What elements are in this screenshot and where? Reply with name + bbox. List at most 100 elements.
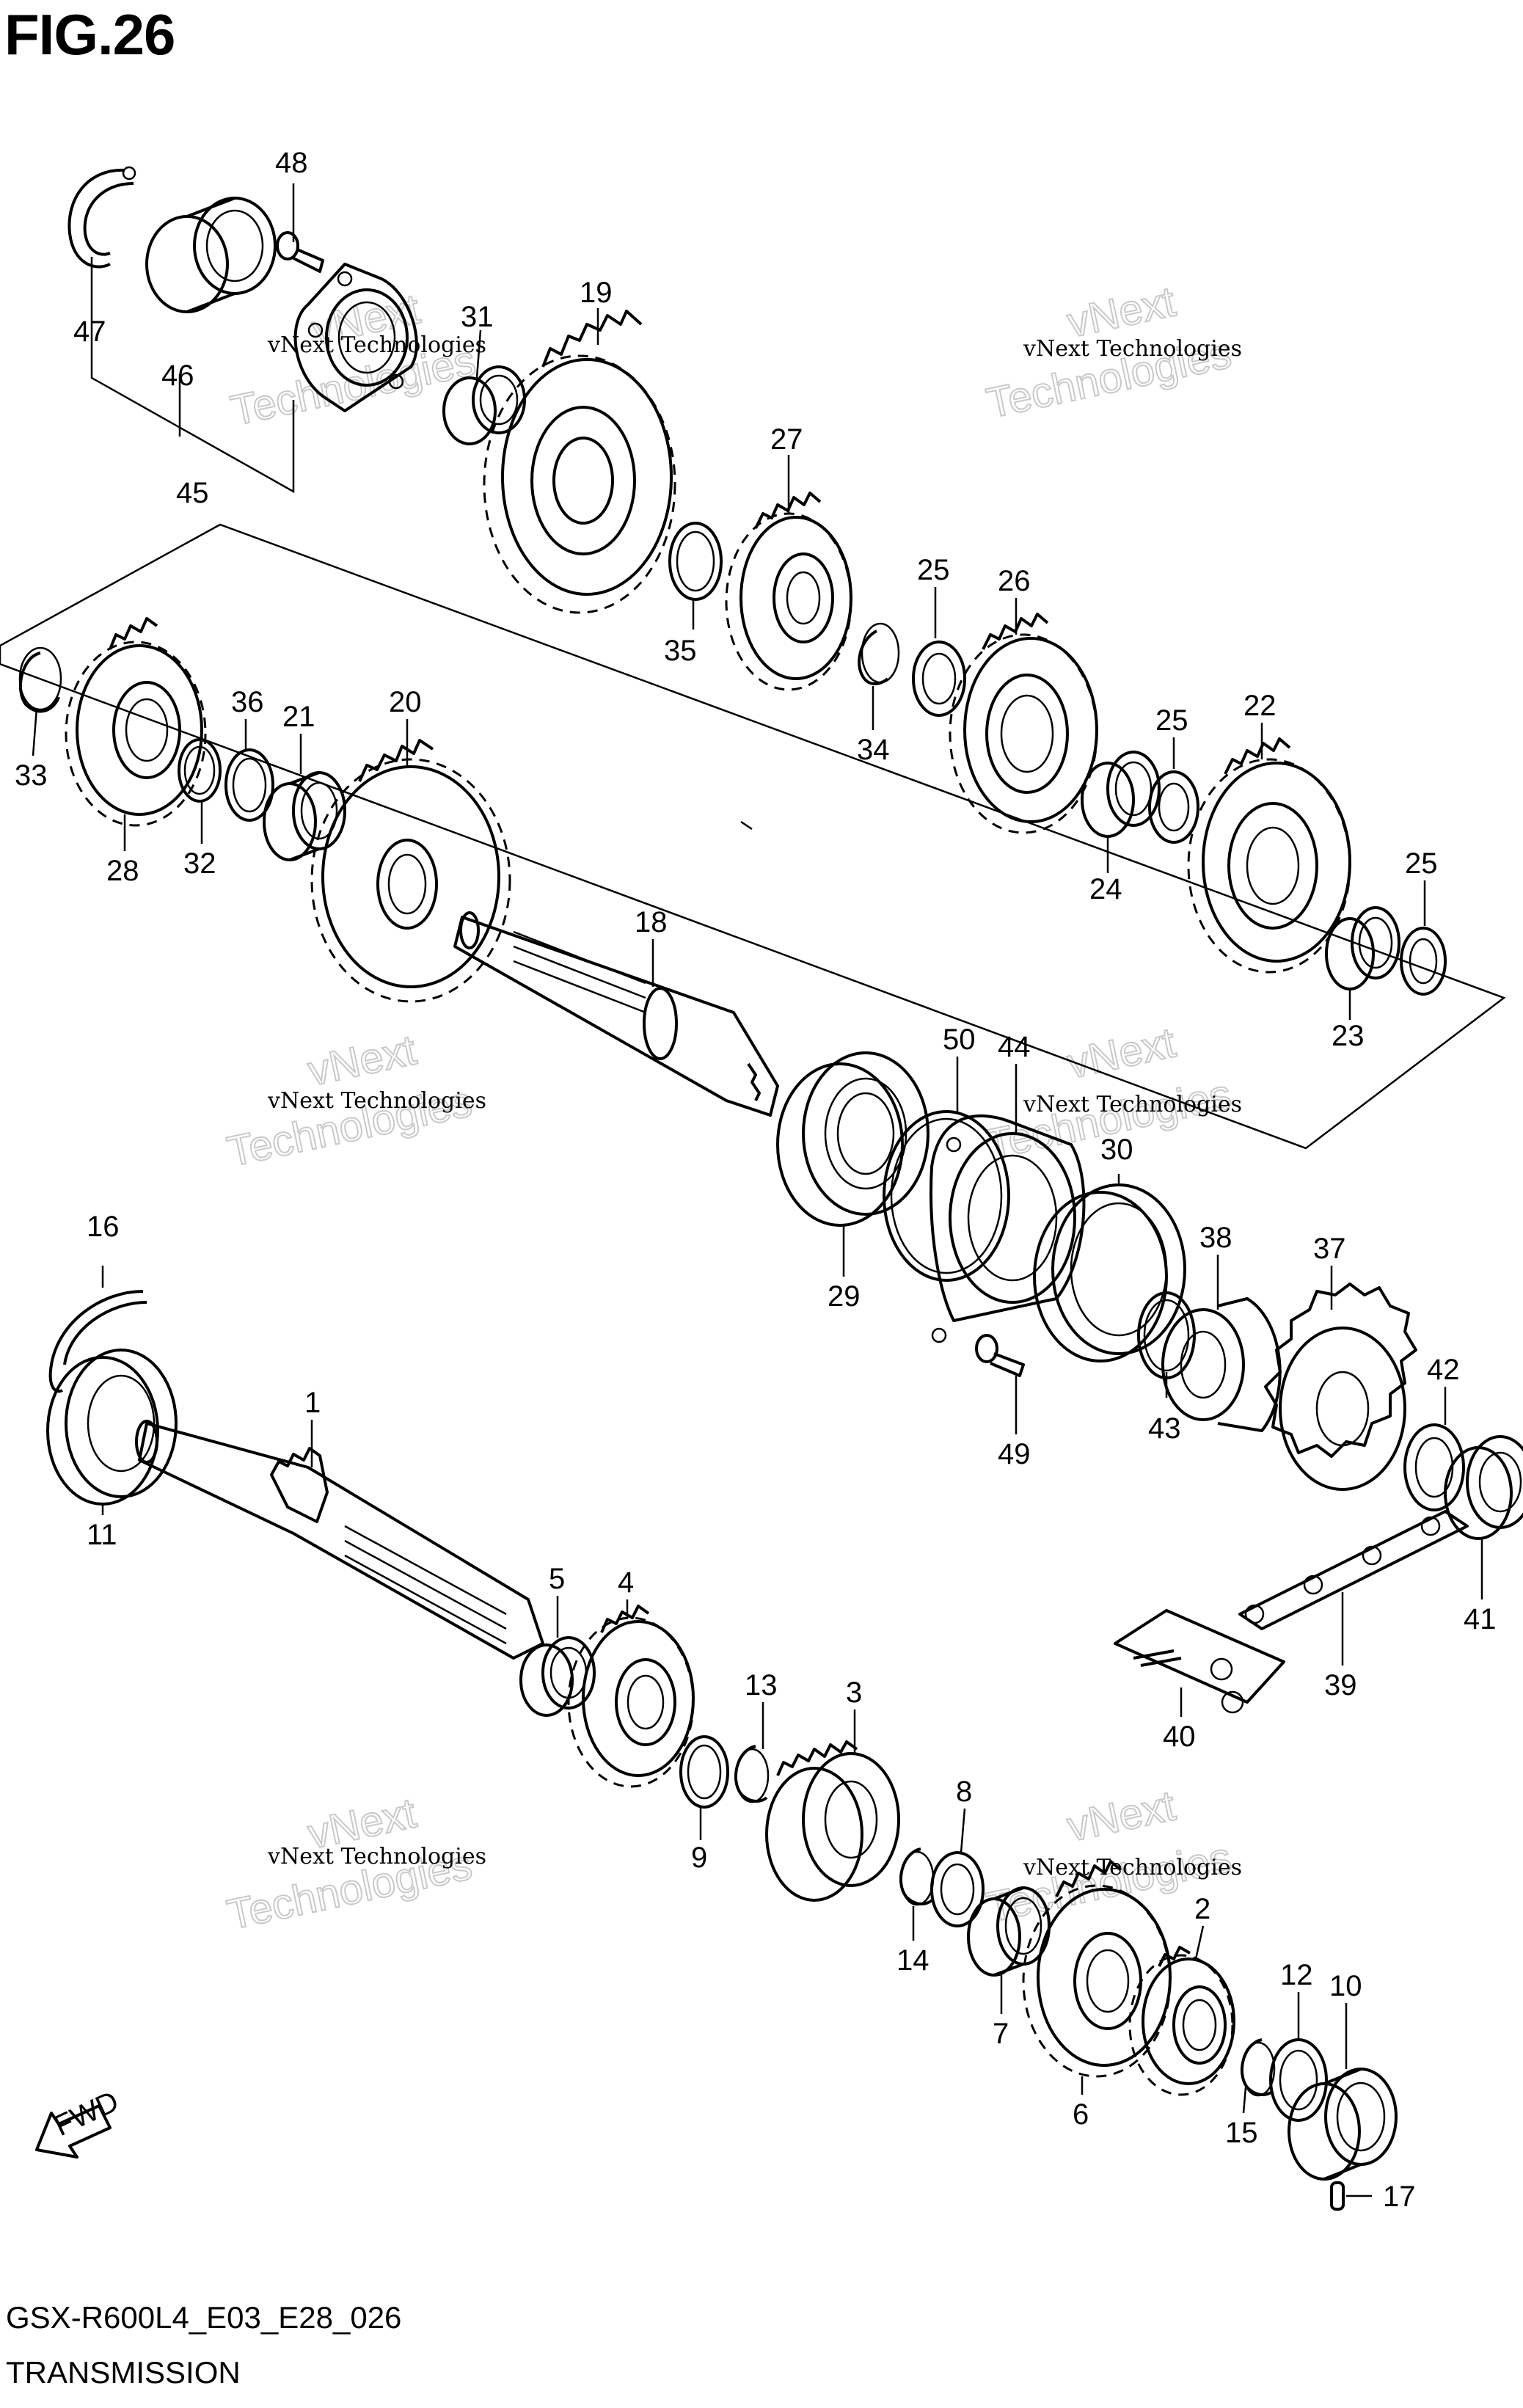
- label-50: 50: [943, 1024, 976, 1056]
- label-44: 44: [998, 1031, 1031, 1063]
- label-7: 7: [993, 2018, 1009, 2050]
- label-24: 24: [1089, 873, 1122, 905]
- label-1: 1: [304, 1387, 321, 1419]
- label-23: 23: [1332, 1020, 1365, 1052]
- watermark-3: Technologies vNext vNext Technologies: [222, 1025, 486, 1176]
- label-42: 42: [1427, 1354, 1460, 1386]
- label-10: 10: [1329, 1970, 1362, 2002]
- watermark-5: Technologies vNext vNext Technologies: [222, 1788, 486, 1939]
- part-3-gear: [765, 1740, 900, 1902]
- label-17: 17: [1383, 2181, 1416, 2213]
- label-16: 16: [87, 1211, 120, 1243]
- label-31: 31: [461, 301, 494, 333]
- figure-title: FIG.26: [4, 2, 175, 67]
- part-38-spacer: [1161, 1297, 1282, 1432]
- part-5-bushing: [519, 1636, 596, 1717]
- watermark-1: Technologies vNext vNext Technologies: [226, 284, 486, 435]
- label-45: 45: [176, 477, 209, 509]
- part-4-gear: [567, 1605, 695, 1788]
- watermark-group: Technologies vNext vNext Technologies Te…: [222, 277, 1242, 1939]
- part-42-washer: [1403, 1423, 1465, 1511]
- fwd-label: FWD: [49, 2085, 123, 2142]
- label-15: 15: [1225, 2117, 1258, 2149]
- label-25: 25: [917, 554, 950, 586]
- part-37-engine-sprocket: [1264, 1283, 1417, 1491]
- watermark-text: vNext Technologies: [267, 1844, 486, 1869]
- part-6-gear: [1022, 1860, 1172, 2078]
- countershaft-assembly-frame: [0, 523, 1506, 1150]
- frame-gap-mark: [740, 820, 753, 831]
- label-8: 8: [956, 1776, 972, 1808]
- part-30-oil-seal: [1033, 1183, 1186, 1362]
- label-28: 28: [106, 855, 139, 887]
- part-18-countershaft: [453, 911, 779, 1117]
- label-36: 36: [231, 686, 264, 718]
- label-29: 29: [828, 1280, 861, 1313]
- part-39-drive-chain: [1238, 1510, 1469, 1630]
- part-12-washer: [1269, 2038, 1328, 2122]
- watermark-text: vNext Technologies: [1023, 1092, 1242, 1117]
- watermark-outline-text: vNext: [304, 1026, 420, 1095]
- part-1-mainshaft: [135, 1420, 544, 1660]
- part-number-labels: 48 31 19 47 46 45 27 35 25 26 34 25 22 2…: [15, 147, 1497, 2213]
- part-9-washer: [679, 1735, 729, 1809]
- model-code: GSX-R600L4_E03_E28_026: [6, 2300, 402, 2335]
- label-27: 27: [770, 423, 803, 456]
- label-25: 25: [1405, 847, 1438, 880]
- part-2-gear: [1128, 1946, 1235, 2096]
- part-24-needle-bearing: [1081, 751, 1161, 838]
- label-9: 9: [691, 1842, 707, 1874]
- bracket-line: [90, 257, 295, 494]
- part-22-gear: [1187, 737, 1351, 974]
- part-10-needle-bearing: [1288, 2068, 1398, 2181]
- label-38: 38: [1199, 1222, 1232, 1254]
- watermark-text: vNext Technologies: [267, 332, 486, 358]
- label-46: 46: [161, 360, 194, 392]
- part-46-needle-bearing: [145, 197, 277, 313]
- label-41: 41: [1464, 1603, 1497, 1635]
- label-34: 34: [857, 734, 890, 766]
- part-32-circlip: [178, 738, 222, 803]
- label-43: 43: [1148, 1412, 1181, 1445]
- part-26-gear: [949, 613, 1098, 834]
- label-13: 13: [745, 1669, 778, 1701]
- part-20-gear: [310, 739, 511, 1003]
- label-12: 12: [1280, 1959, 1313, 1991]
- watermark-text: vNext Technologies: [1023, 1855, 1242, 1880]
- part-40-chain-joint: [1114, 1609, 1285, 1714]
- part-50-oring: [883, 1110, 1010, 1282]
- watermark-outline-text: vNext: [1063, 1018, 1180, 1087]
- part-25-washer-a: [912, 641, 966, 717]
- part-21-bushing: [263, 771, 346, 861]
- label-22: 22: [1243, 690, 1277, 722]
- part-28-gear: [65, 617, 207, 827]
- section-name: TRANSMISSION: [6, 2355, 241, 2390]
- watermark-outline-text: vNext: [1063, 1781, 1180, 1850]
- label-5: 5: [549, 1563, 565, 1595]
- leader-lines: [32, 183, 1483, 2197]
- label-11: 11: [87, 1519, 117, 1551]
- label-40: 40: [1163, 1721, 1196, 1753]
- label-39: 39: [1324, 1669, 1357, 1701]
- label-20: 20: [389, 686, 422, 718]
- watermark-text: vNext Technologies: [1023, 336, 1242, 362]
- label-33: 33: [15, 759, 48, 792]
- part-33-circlip: [18, 646, 62, 713]
- label-3: 3: [846, 1677, 862, 1709]
- part-25-washer-b: [1148, 770, 1199, 844]
- bracket-45: [90, 257, 295, 494]
- bearing-housing-plate: [293, 263, 418, 412]
- watermark-2: Technologies vNext vNext Technologies: [982, 277, 1242, 428]
- fwd-arrow-icon: FWD: [35, 2085, 123, 2159]
- label-49: 49: [998, 1438, 1031, 1470]
- part-25-washer-c: [1400, 927, 1447, 996]
- part-47-circlip: [67, 166, 136, 269]
- label-48: 48: [275, 147, 308, 179]
- part-16-circlip: [48, 1290, 147, 1393]
- part-27-gear: [725, 492, 852, 691]
- label-25: 25: [1155, 704, 1188, 737]
- label-6: 6: [1073, 2098, 1089, 2131]
- label-4: 4: [618, 1566, 634, 1599]
- watermark-text: vNext Technologies: [267, 1088, 486, 1114]
- part-34-circlip: [858, 622, 900, 685]
